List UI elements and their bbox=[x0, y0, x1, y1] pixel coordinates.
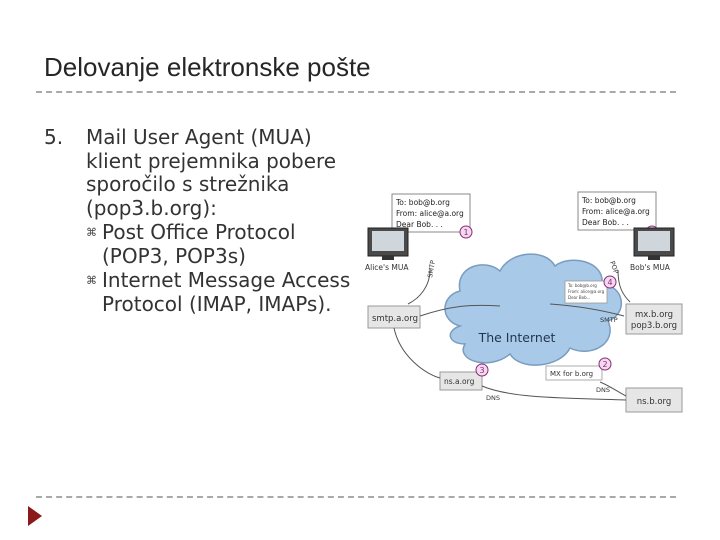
sub-item-text: Internet Message Access Protocol (IMAP, … bbox=[102, 268, 351, 316]
sub-item-text: Post Office Protocol (POP3, POP3s) bbox=[102, 220, 296, 268]
bob-mail-body: Dear Bob. . . bbox=[582, 218, 629, 227]
sub-list: ⌘ Post Office Protocol (POP3, POP3s) ⌘ I… bbox=[86, 220, 364, 316]
item-text: Mail User Agent (MUA) klient prejemnika … bbox=[86, 125, 337, 220]
cloud-label: The Internet bbox=[478, 330, 556, 345]
alice-mail-from: From: alice@a.org bbox=[396, 209, 464, 218]
smtp-server-label: smtp.a.org bbox=[372, 314, 418, 324]
slide-title: Delovanje elektronske pošte bbox=[44, 52, 371, 82]
item-number: 5. bbox=[44, 125, 64, 149]
ns-a-label: ns.a.org bbox=[444, 377, 475, 386]
queued-message-note: To: bob@b.org From: alice@a.org Dear Bob… bbox=[564, 275, 617, 304]
step-3-badge: 3 bbox=[479, 366, 484, 375]
ns-b-label: ns.b.org bbox=[637, 397, 672, 407]
bullet-icon: ⌘ bbox=[86, 274, 97, 287]
flow-arrows bbox=[393, 269, 631, 401]
smtp-edge-label-2: SMTP bbox=[600, 316, 618, 324]
alice-mail-to: To: bob@b.org bbox=[395, 198, 450, 207]
pop-edge-label: POP bbox=[608, 260, 620, 275]
bullet-icon: ⌘ bbox=[86, 226, 97, 239]
ns-b-server-box: ns.b.org bbox=[625, 387, 683, 413]
step-4-badge: 4 bbox=[607, 278, 612, 287]
alice-monitor-icon: Alice's MUA bbox=[365, 227, 409, 272]
step-1-badge: 1 bbox=[463, 228, 468, 237]
dns-edge-label-2: DNS bbox=[596, 386, 610, 394]
slide-content: 5. Mail User Agent (MUA) klient prejemni… bbox=[44, 125, 364, 316]
numbered-item: 5. Mail User Agent (MUA) klient prejemni… bbox=[44, 125, 364, 220]
note-line-2: From: alice@a.org bbox=[568, 289, 605, 294]
bob-monitor-icon: Bob's MUA bbox=[630, 227, 675, 272]
alice-mail-body: Dear Bob. . . bbox=[396, 220, 443, 229]
mx-server-label: mx.b.org bbox=[635, 310, 673, 320]
sub-item-pop3: ⌘ Post Office Protocol (POP3, POP3s) bbox=[86, 220, 364, 268]
alice-mail-card: To: bob@b.org From: alice@a.org Dear Bob… bbox=[391, 193, 473, 239]
bob-mail-from: From: alice@a.org bbox=[582, 207, 650, 216]
mx-server-box: mx.b.org pop3.b.org bbox=[625, 303, 683, 335]
sub-item-imap: ⌘ Internet Message Access Protocol (IMAP… bbox=[86, 268, 364, 316]
smtp-server-box: smtp.a.org bbox=[367, 305, 421, 329]
note-line-3: Dear Bob... bbox=[568, 295, 590, 300]
next-slide-arrow-icon[interactable] bbox=[28, 506, 42, 526]
bob-mua-label: Bob's MUA bbox=[630, 263, 671, 272]
dns-edge-label-1: DNS bbox=[486, 394, 500, 402]
email-flow-diagram: The Internet To: bob@b.org From: alice@a… bbox=[365, 191, 683, 413]
ns-a-server-box: ns.a.org 3 bbox=[439, 363, 489, 391]
note-line-1: To: bob@b.org bbox=[567, 283, 597, 288]
step-2-badge: 2 bbox=[602, 360, 607, 369]
mx-query-box: MX for b.org 2 bbox=[545, 357, 612, 381]
footer-divider bbox=[36, 496, 676, 498]
mx-query-label: MX for b.org bbox=[550, 370, 593, 378]
pop3-server-label: pop3.b.org bbox=[631, 321, 677, 331]
title-divider bbox=[36, 91, 676, 93]
smtp-edge-label-1: SMTP bbox=[426, 260, 437, 279]
bob-mail-to: To: bob@b.org bbox=[581, 196, 636, 205]
alice-mua-label: Alice's MUA bbox=[365, 263, 409, 272]
